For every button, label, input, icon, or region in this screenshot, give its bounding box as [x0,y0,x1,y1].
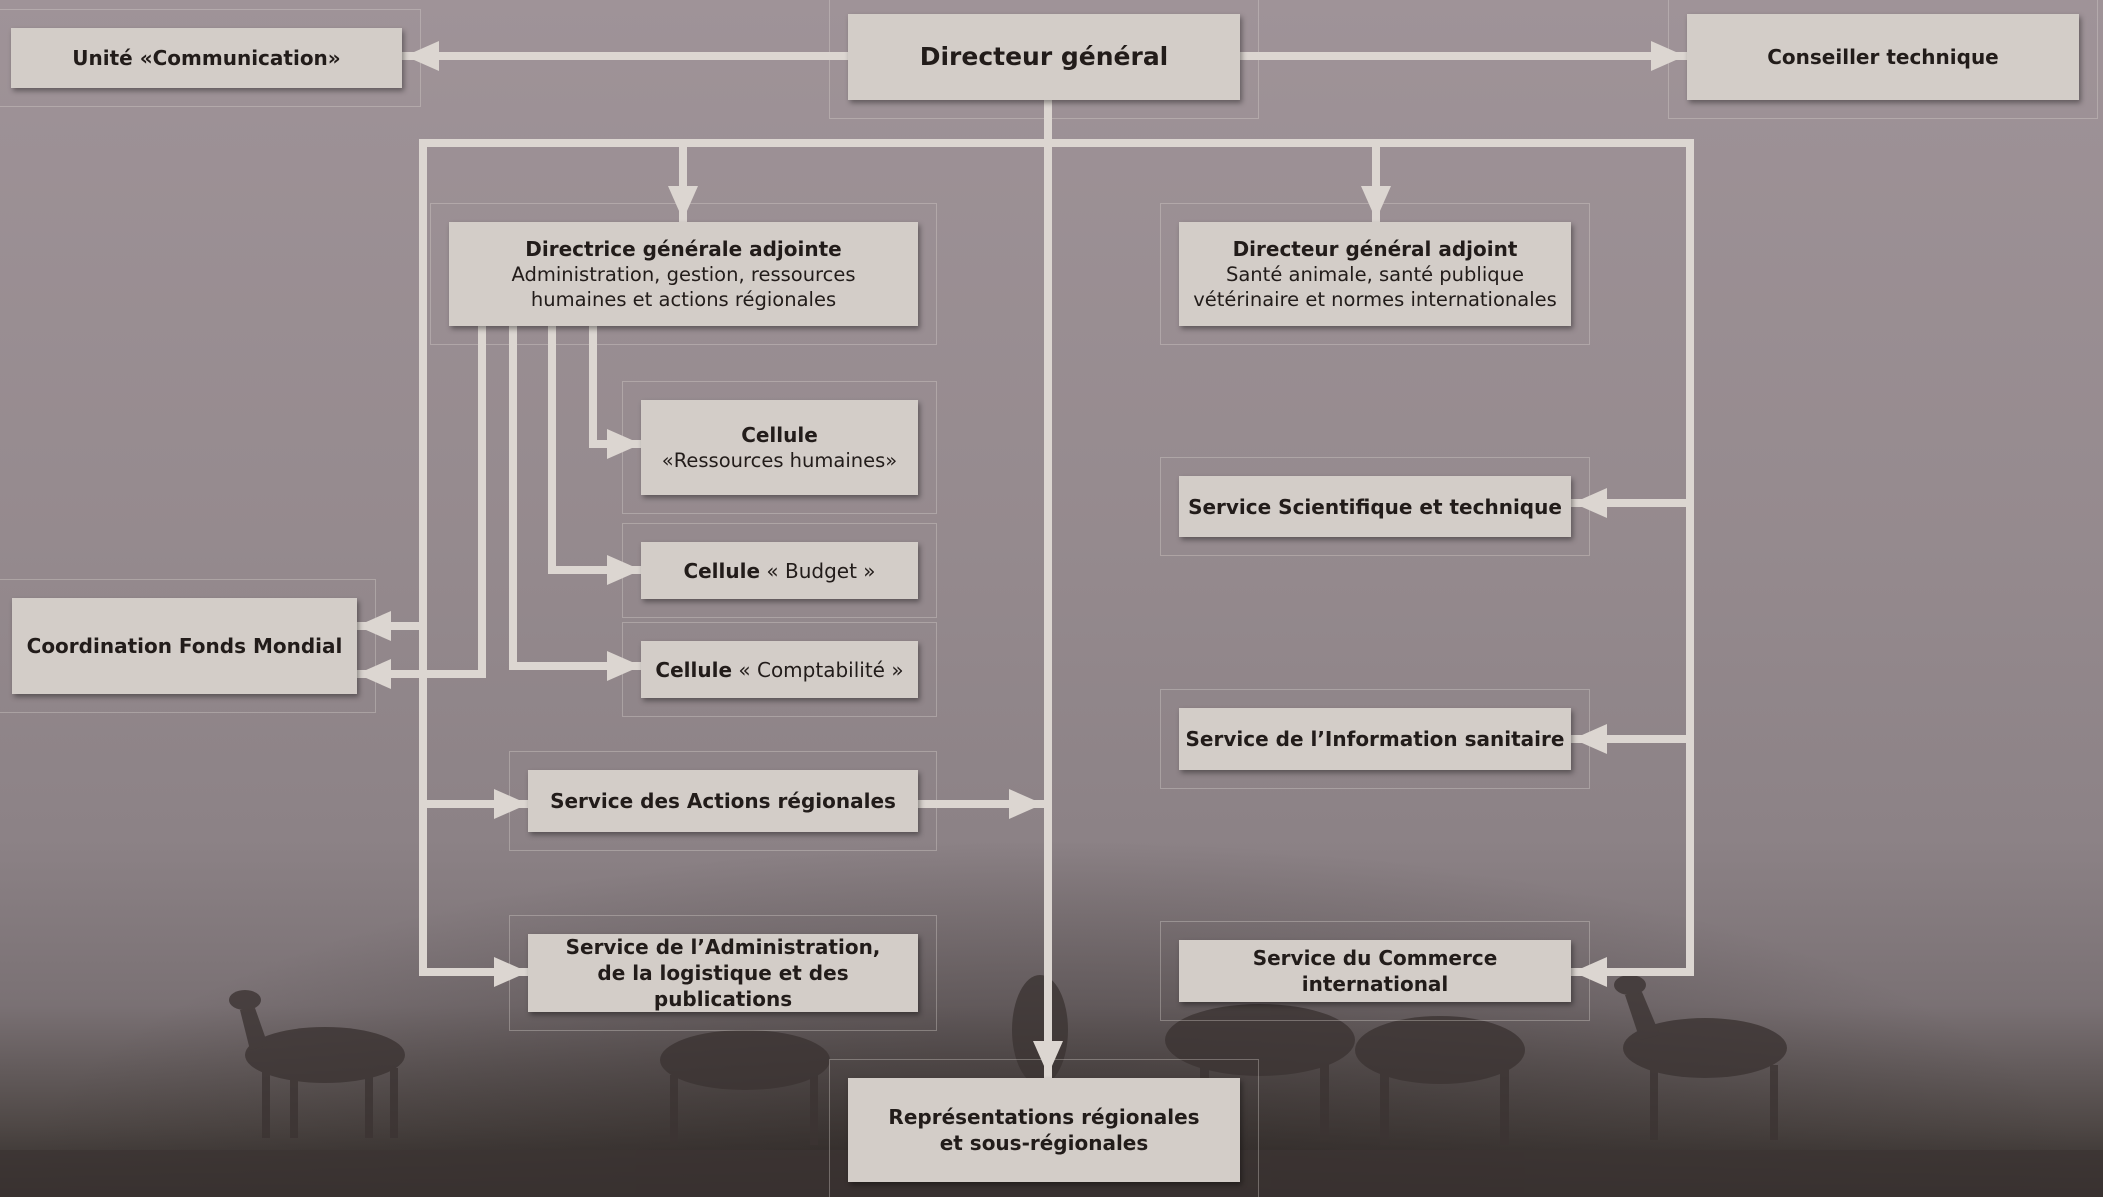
health-information-service-title: Service de l’Information sanitaire [1185,727,1565,751]
regional-actions-service-title: Service des Actions régionales [550,789,896,813]
director-general-box: Directeur général [829,0,1259,119]
deputy-director-admin-title: Directrice générale adjointe [525,236,842,261]
world-fund-coordination-title: Coordination Fonds Mondial [26,634,343,658]
deputy-director-admin-line2: humaines et actions régionales [530,288,837,311]
deputy-director-admin-box: Directrice générale adjointe Administrat… [430,203,937,345]
deputy-director-health-line1: Santé animale, santé publique [1225,262,1524,286]
communication-unit-box: Unité «Communication» [0,9,421,107]
deputy-director-admin-line1: Administration, gestion, ressources [511,262,856,286]
cell-budget-subtitle: « Budget » [766,558,876,583]
cell-accounting-label: Cellule « Comptabilité » [655,657,903,683]
cell-hr-title: Cellule [741,422,818,447]
cell-budget-title: Cellule [683,558,761,583]
director-general-title: Directeur général [919,41,1169,71]
deputy-director-health-box: Directeur général adjoint Santé animale,… [1160,203,1590,345]
cell-budget-label: Cellule « Budget » [683,558,875,584]
technical-advisor-box: Conseiller technique [1668,0,2098,119]
administration-service-box: Service de l’Administration, de la logis… [509,915,937,1031]
administration-service-title-line2: de la logistique et des publications [597,961,849,1011]
cell-budget-box: Cellule « Budget » [622,523,937,618]
world-fund-coordination-box: Coordination Fonds Mondial [0,579,376,713]
scientific-service-title: Service Scientifique et technique [1188,494,1562,519]
deputy-director-health-line2: vétérinaire et normes internationales [1193,288,1557,311]
cell-hr-box: Cellule «Ressources humaines» [622,381,937,514]
international-trade-service-box: Service du Commerce international [1160,921,1590,1021]
scientific-service-box: Service Scientifique et technique [1160,457,1590,556]
regional-representations-title-line2: et sous-régionales [939,1131,1149,1155]
deputy-director-health-title: Directeur général adjoint [1232,236,1518,261]
cell-accounting-box: Cellule « Comptabilité » [622,622,937,717]
cell-hr-subtitle: «Ressources humaines» [661,448,898,472]
administration-service-title-line1: Service de l’Administration, [565,935,881,959]
technical-advisor-title: Conseiller technique [1767,45,1999,69]
health-information-service-box: Service de l’Information sanitaire [1160,689,1590,789]
communication-unit-title: Unité «Communication» [72,46,341,70]
international-trade-service-title: Service du Commerce international [1252,946,1498,996]
regional-representations-box: Représentations régionales et sous-régio… [829,1059,1259,1197]
regional-actions-service-box: Service des Actions régionales [509,751,937,851]
regional-representations-title-line1: Représentations régionales [888,1105,1200,1129]
cell-accounting-subtitle: « Comptabilité » [738,657,904,682]
cell-accounting-title: Cellule [655,657,733,682]
